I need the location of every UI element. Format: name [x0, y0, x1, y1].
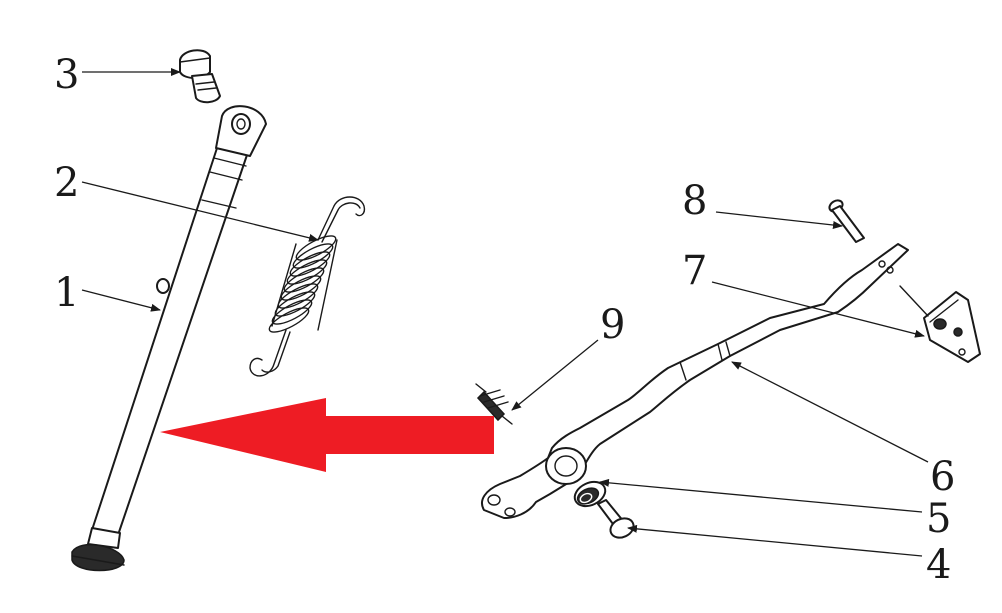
red-direction-arrow	[160, 398, 494, 472]
brake-pedal-arm	[481, 243, 909, 519]
pivot-bolt	[179, 49, 221, 104]
callout-1: 1	[54, 270, 79, 316]
leader-line-5	[599, 478, 923, 513]
callout-numbers: 3 2 1 8 7 9 6 5 4	[54, 52, 955, 588]
pedal-pivot-bolt	[597, 499, 635, 539]
leader-line-2	[81, 181, 319, 242]
callout-8: 8	[682, 178, 707, 224]
leader-line-7	[711, 281, 925, 338]
callout-9: 9	[600, 302, 625, 348]
callout-2: 2	[54, 160, 79, 206]
leader-line-9	[511, 339, 599, 411]
callout-5: 5	[926, 496, 951, 542]
leader-line-8	[715, 211, 843, 229]
leader-line-6	[731, 361, 929, 463]
leader-line-4	[627, 524, 923, 557]
side-stand-leg	[71, 105, 267, 572]
pad-bolt	[828, 199, 865, 243]
callout-4: 4	[926, 542, 951, 588]
pivot-bushing	[573, 480, 607, 508]
leader-line-1	[81, 289, 161, 312]
callout-7: 7	[682, 248, 707, 294]
return-spring	[249, 196, 366, 377]
callout-6: 6	[930, 454, 955, 500]
pedal-pad	[899, 285, 981, 363]
leader-lines	[81, 68, 929, 557]
small-spring	[475, 383, 513, 425]
callout-3: 3	[54, 52, 79, 98]
